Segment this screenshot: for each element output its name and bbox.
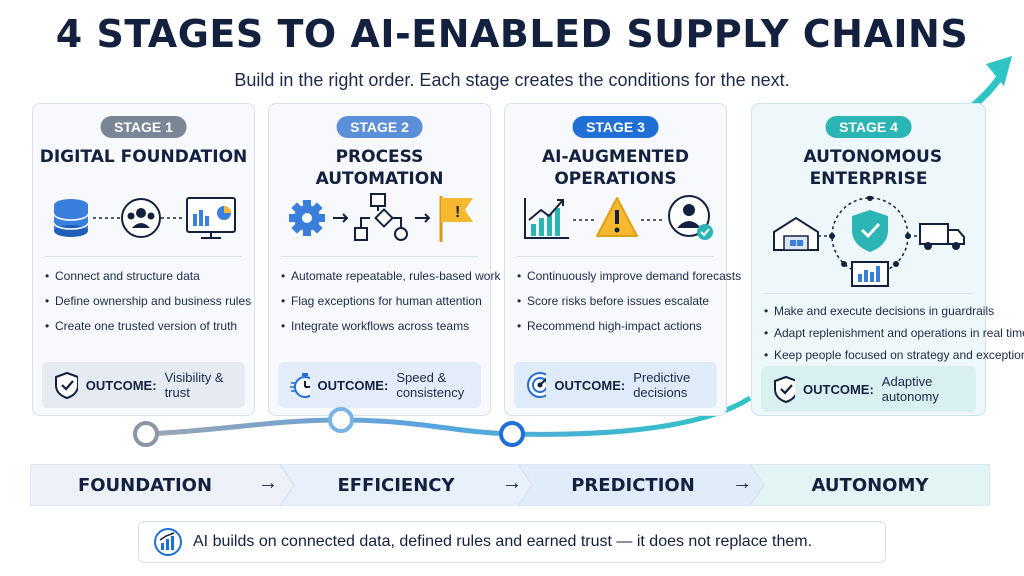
- outcome-value: Adaptive autonomy: [881, 374, 939, 404]
- bullet-item: Keep people focused on strategy and exce…: [764, 348, 1024, 362]
- page-title: 4 STAGES TO AI-ENABLED SUPPLY CHAINS: [55, 12, 969, 56]
- growth-chart-icon: [154, 528, 182, 556]
- stage-title-text: AUTONOMOUS ENTERPRISE: [803, 147, 943, 189]
- phase-efficiency: EFFICIENCY: [337, 474, 455, 496]
- bullet-item: Score risks before issues escalate: [517, 294, 720, 308]
- outcome-label: OUTCOME:: [317, 377, 389, 393]
- gear-icon: [289, 200, 325, 236]
- phase-bar: FOUNDATION → EFFICIENCY → PREDICTION → A…: [30, 464, 990, 506]
- outcome-label: OUTCOME:: [803, 381, 874, 397]
- phase-arrow: →: [258, 472, 278, 494]
- truck-icon: [919, 223, 965, 250]
- bullet-item: Automate repeatable, rules-based work: [281, 269, 500, 283]
- stage-badge: STAGE 3: [572, 116, 659, 138]
- bullet-item: Flag exceptions for human attention: [281, 294, 484, 308]
- flag-alert-icon: !: [439, 196, 473, 242]
- phase-foundation: FOUNDATION: [77, 474, 213, 496]
- stage-icons: [524, 195, 713, 240]
- growth-arrow-head: [986, 56, 1012, 86]
- database-icon: [53, 199, 89, 237]
- target-icon: [527, 372, 547, 398]
- flowchart-icon: [354, 193, 408, 241]
- stage-icons: [53, 197, 236, 239]
- phase-arrow: →: [732, 472, 752, 494]
- stage-bullets: Automate repeatable, rules-based work Fl…: [281, 269, 500, 333]
- stage-card-1: STAGE 1 DIGITAL FOUNDATION: [32, 103, 255, 416]
- outcome-label: OUTCOME:: [554, 377, 626, 393]
- bullet-item: Create one trusted version of truth: [45, 319, 248, 333]
- stage-bullets: Continuously improve demand forecasts Sc…: [517, 269, 741, 333]
- outcome-box: OUTCOME: Adaptive autonomy: [761, 366, 976, 412]
- stage-badge: STAGE 2: [336, 116, 423, 138]
- stopwatch-icon: [290, 373, 310, 398]
- outcome-box: OUTCOME: Visibility & trust: [42, 362, 245, 408]
- outcome-box: OUTCOME: Speed & consistency: [278, 362, 481, 408]
- outcome-value: Speed & consistency: [396, 370, 465, 400]
- page-subtitle: Build in the right order. Each stage cre…: [234, 70, 790, 90]
- warehouse-icon: [773, 216, 819, 251]
- stage-title: AI-AUGMENTED OPERATIONS: [505, 146, 726, 190]
- progression-line: [145, 395, 752, 437]
- bullet-item: Integrate workflows across teams: [281, 319, 484, 333]
- phase-chevrons: [30, 464, 990, 506]
- outcome-value: Visibility & trust: [164, 370, 224, 400]
- stage-card-4: STAGE 4 AUTONOMOUS ENTERPRISE: [751, 103, 1024, 416]
- stage-bullets: Connect and structure data Define owners…: [45, 269, 251, 333]
- stage-title: DIGITAL FOUNDATION: [39, 147, 248, 167]
- monitor-chart-icon: [851, 261, 889, 287]
- bullet-item: Make and execute decisions in guardrails: [764, 304, 994, 318]
- bullet-item: Recommend high-impact actions: [517, 319, 720, 333]
- stage-icons: !: [289, 193, 473, 242]
- divider: [764, 293, 973, 294]
- stage-bullets: Make and execute decisions in guardrails…: [764, 304, 1024, 362]
- stage-title: PROCESS AUTOMATION: [315, 147, 444, 189]
- svg-text:!: !: [455, 204, 460, 221]
- footer-text: AI builds on connected data, defined rul…: [193, 533, 813, 550]
- shield-check-icon: [55, 371, 78, 399]
- user-check-icon: [668, 195, 713, 240]
- bullet-item: Adapt replenishment and operations in re…: [764, 326, 1024, 340]
- stage-icons: [773, 196, 965, 287]
- divider: [281, 256, 478, 257]
- stage-card-2: STAGE 2 PROCESS AUTOMATION: [268, 103, 500, 416]
- shield-check-icon: [774, 375, 796, 403]
- footer-note: AI builds on connected data, defined rul…: [138, 521, 886, 563]
- dashboard-monitor-icon: [186, 197, 236, 239]
- phase-prediction: PREDICTION: [571, 474, 695, 496]
- stage-title-text: AI-AUGMENTED OPERATIONS: [541, 147, 689, 189]
- phase-autonomy: AUTONOMY: [811, 474, 929, 496]
- trend-chart-icon: [524, 198, 569, 239]
- stage-card-3: STAGE 3 AI-AUGMENTED OPERATIONS: [504, 103, 741, 416]
- stage-title: AUTONOMOUS ENTERPRISE: [752, 146, 985, 190]
- bullet-item: Continuously improve demand forecasts: [517, 269, 741, 283]
- stage-badge: STAGE 1: [100, 116, 187, 138]
- bullet-item: Connect and structure data: [45, 269, 248, 283]
- team-icon: [121, 198, 161, 238]
- phase-arrow: →: [502, 472, 522, 494]
- outcome-box: OUTCOME: Predictive decisions: [514, 362, 717, 408]
- outcome-value: Predictive decisions: [633, 370, 691, 400]
- outcome-label: OUTCOME:: [85, 377, 157, 393]
- shield-network-icon: [852, 210, 888, 252]
- warning-icon: [596, 197, 638, 237]
- divider: [517, 256, 714, 257]
- bullet-item: Define ownership and business rules: [45, 294, 251, 308]
- stage-badge: STAGE 4: [825, 116, 912, 138]
- divider: [45, 256, 242, 257]
